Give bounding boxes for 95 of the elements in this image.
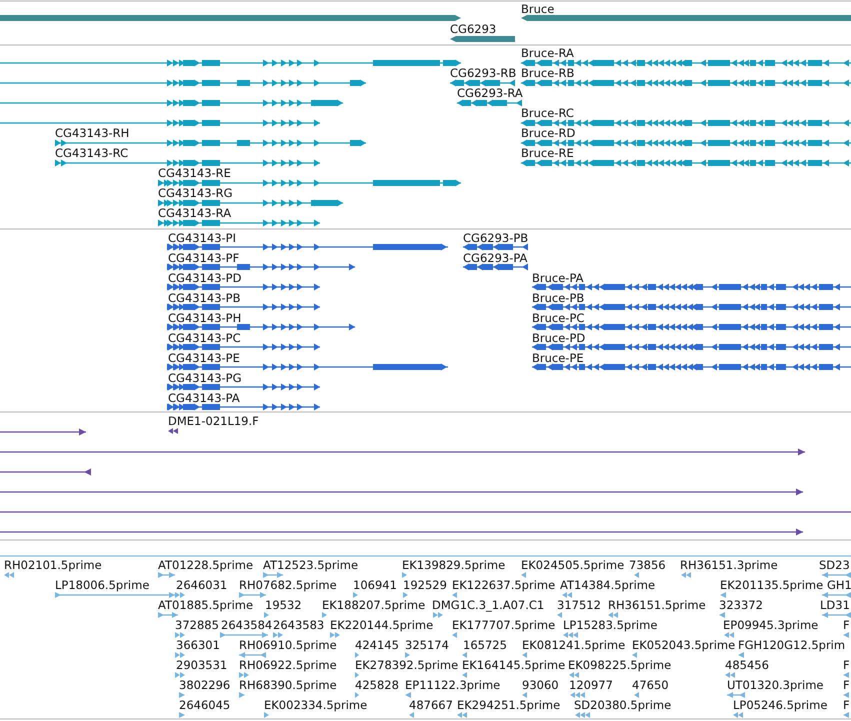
feature-label: 93060 [522,678,559,692]
feature-label: Bruce-RD [521,126,576,140]
feature-label: SD20380.5prime [574,698,672,712]
feature-label: LP18006.5prime [55,578,150,592]
feature-label: CG43143-RA [158,206,232,220]
feature-label: 106941 [353,578,397,592]
feature-label: CG43143-RG [158,186,233,200]
feature-label: LD31 [820,598,850,612]
feature-label: CG43143-PF [168,251,240,265]
feature-label: F [843,698,850,712]
feature-label: CG43143-PC [168,331,241,345]
feature-label: 192529 [403,578,447,592]
feature-label: F [843,658,850,672]
feature-label: 325174 [405,638,449,652]
feature-label: AT14384.5prime [560,578,656,592]
feature-label: Bruce-PC [532,311,584,325]
feature-label: EK139829.5prime [402,558,506,572]
feature-label: CG6293-RB [450,66,516,80]
feature-label: RH07682.5prime [239,578,337,592]
feature-label: EK081241.5prime [522,638,626,652]
feature-label: 2903531 [176,658,228,672]
feature-label: AT12523.5prime [263,558,358,572]
feature-label: 19532 [265,598,302,612]
feature-label: Bruce-RC [521,106,574,120]
feature-label: CG43143-PD [168,271,242,285]
feature-label: EK002334.5prime [264,698,368,712]
feature-label: EK052043.5prime [632,638,736,652]
feature-label: EK164145.5prime [462,658,566,672]
feature-label: 120977 [569,678,613,692]
feature-label: EK098225.5prime [568,658,672,672]
feature-label: CG6293-PA [463,251,528,265]
feature-label: DMG1C.3_1.A07.C1 [432,598,544,612]
feature-label: Bruce-PE [532,351,584,365]
feature-label: 425828 [355,678,399,692]
feature-label: 3802296 [179,678,230,692]
feature-label: 372885 [175,618,219,632]
feature-label: SD23 [819,558,850,572]
feature-label: FGH120G12.5prim [738,638,846,652]
feature-label: F [843,678,850,692]
feature-label: RH06910.5prime [239,638,337,652]
feature-label: EK188207.5prime [322,598,426,612]
feature-label: AT01228.5prime [158,558,254,572]
feature-label: Bruce-RE [521,146,574,160]
feature-label: Bruce-RA [521,46,574,60]
feature-label: LP05246.5prime [733,698,828,712]
feature-label: EK177707.5prime [452,618,556,632]
feature-label: RH36151.5prime [608,598,706,612]
feature-label: 317512 [557,598,601,612]
feature-label: 47650 [632,678,669,692]
feature-label: Bruce [521,2,554,16]
feature-label: EK294251.5prime [457,698,560,712]
feature-label: 2646031 [176,578,228,592]
feature-label: 2643583 [273,618,324,632]
feature-label: 487667 [409,698,453,712]
feature-label: CG6293 [450,22,496,36]
feature-label: EP11122.3prime [405,678,500,692]
feature-label: 485456 [725,658,769,672]
feature-label: RH06922.5prime [239,658,337,672]
feature-label: CG43143-PH [168,311,242,325]
feature-label: CG43143-PB [168,291,240,305]
feature-label: 366301 [176,638,220,652]
feature-label: CG43143-PE [168,351,240,365]
feature-label: CG6293-RA [457,86,523,100]
feature-label: EK278392.5prime [355,658,458,672]
feature-label: 424145 [355,638,399,652]
feature-label: F [843,618,850,632]
feature-label: LP15283.5prime [563,618,658,632]
feature-label: EK024505.5prime [521,558,624,572]
feature-label: 73856 [629,558,666,572]
feature-label: RH02101.5prime [4,558,102,572]
feature-label: 2646045 [179,698,230,712]
feature-label: Bruce-PD [532,331,586,345]
feature-label: CG43143-RC [55,146,128,160]
feature-label: GH1 [827,578,851,592]
feature-label: Bruce-PB [532,291,584,305]
feature-label: AT01885.5prime [158,598,254,612]
feature-label: EK220144.5prime [330,618,434,632]
feature-label: RH36151.3prime [680,558,778,572]
feature-label: 2643584 [221,618,272,632]
feature-label: 323372 [719,598,763,612]
feature-label: CG43143-RE [158,166,231,180]
feature-label: CG43143-PG [168,371,242,385]
feature-label: Bruce-RB [521,66,574,80]
feature-label: DME1-021L19.F [168,414,259,428]
feature-label: UT01320.3prime [727,678,824,692]
feature-label: CG43143-PI [168,231,236,245]
feature-label: Bruce-PA [532,271,584,285]
feature-label: 165725 [463,638,507,652]
feature-label: EK122637.5prime [452,578,556,592]
feature-label: CG43143-RH [55,126,130,140]
feature-label: CG43143-PA [168,391,240,405]
feature-label: RH68390.5prime [239,678,337,692]
feature-label: EP09945.3prime [723,618,818,632]
feature-label: CG6293-PB [463,231,528,245]
feature-label: EK201135.5prime [720,578,824,592]
